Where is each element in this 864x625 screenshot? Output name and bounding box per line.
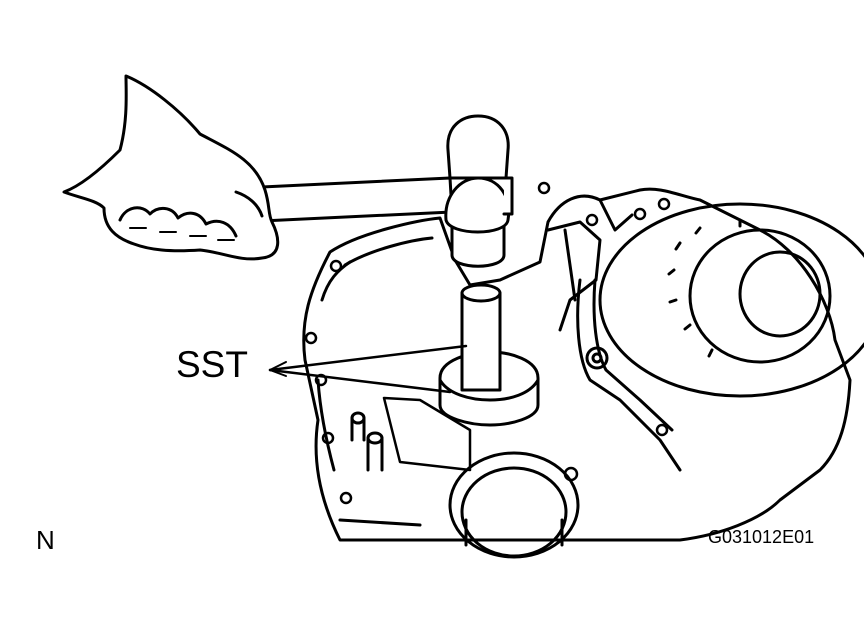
side-bracket (576, 278, 682, 472)
figure-id-label: G031012E01 (708, 527, 815, 547)
bearing-bore (448, 451, 580, 559)
hammer (238, 114, 514, 268)
leader-line-to-base (268, 368, 452, 394)
leader-line-to-rod (268, 344, 468, 372)
dowel-pins (350, 396, 472, 472)
transaxle-case (302, 187, 852, 542)
view-code-label: N (36, 525, 55, 555)
sst-tool (438, 283, 540, 427)
differential-flange (598, 202, 864, 398)
bolt-holes (304, 181, 671, 505)
hand (62, 74, 280, 261)
sst-callout-label: SST (176, 344, 248, 385)
sst-leader-lines (268, 344, 468, 394)
